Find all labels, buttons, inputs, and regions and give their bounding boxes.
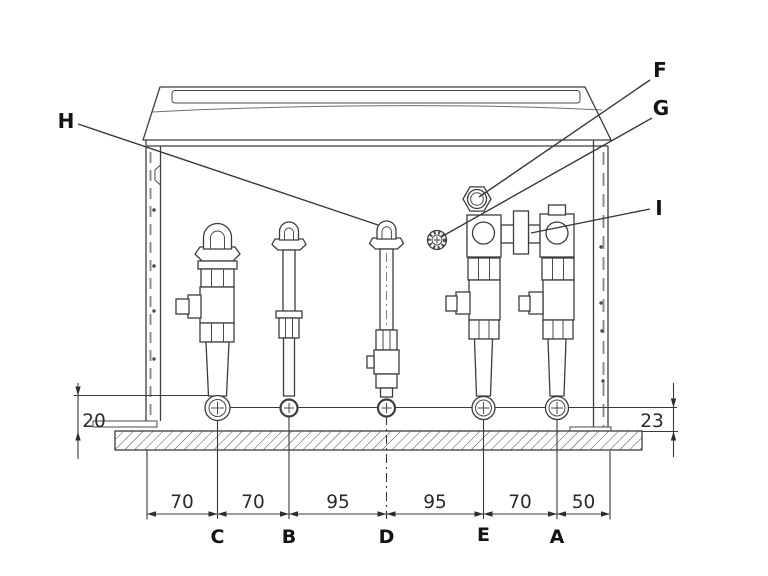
valve-e <box>445 257 501 421</box>
callout-label-g: G <box>653 96 669 120</box>
wall-shelf <box>114 430 643 451</box>
valve-a-handle-knob <box>518 295 531 312</box>
connection-label-e: E <box>477 524 490 546</box>
connection-label-a: A <box>550 526 565 548</box>
connection-labels: C B D E A <box>211 524 565 548</box>
callout-leaders <box>77 79 653 238</box>
dim-95-1: 95 <box>326 492 350 513</box>
rail-hole <box>600 329 604 333</box>
reference-lines <box>74 394 678 433</box>
valve-e-handle <box>455 291 471 315</box>
callout-labels: F G H I <box>58 58 670 220</box>
dim-50: 50 <box>572 492 596 513</box>
left-rail <box>92 140 162 428</box>
rail-hole <box>601 379 605 383</box>
coupling-i <box>512 210 530 255</box>
callout-label-h: H <box>58 109 75 133</box>
dim-23-label: 23 <box>640 411 664 432</box>
right-rail <box>569 140 612 432</box>
dimension-20: 20 <box>75 383 106 459</box>
drain-handle <box>187 294 202 319</box>
rail-hole <box>599 245 603 249</box>
pipe-d <box>366 220 405 418</box>
dim-20-label: 20 <box>82 411 106 432</box>
dim-70-1: 70 <box>170 492 194 513</box>
drain-handle-knob <box>175 298 190 315</box>
callout-label-i: I <box>655 196 662 220</box>
fitting-g <box>426 229 448 251</box>
valve-e-handle-knob <box>445 295 458 312</box>
fitting-f <box>462 186 492 212</box>
connection-label-b: B <box>282 526 296 548</box>
left-rail-foot <box>92 420 158 428</box>
rail-hole <box>152 264 156 268</box>
dimension-23: 23 <box>640 383 677 457</box>
pipe-b <box>271 221 307 418</box>
callout-label-f: F <box>653 58 667 82</box>
valve-a-handle <box>528 291 544 315</box>
pipe-c <box>175 222 241 422</box>
boiler-cabinet <box>142 86 613 147</box>
connection-label-d: D <box>379 526 395 548</box>
connection-label-c: C <box>211 526 225 548</box>
dimension-chain: 70 70 95 95 70 50 <box>147 492 610 517</box>
valve-a <box>518 257 575 421</box>
cabinet-slot <box>171 90 581 104</box>
dim-70-3: 70 <box>508 492 532 513</box>
rail-hole <box>152 208 156 212</box>
rail-hole <box>152 357 156 361</box>
dim-70-2: 70 <box>241 492 265 513</box>
extension-lines <box>146 416 611 520</box>
rail-hole <box>152 309 156 313</box>
dim-95-2: 95 <box>423 492 447 513</box>
rail-hole <box>599 301 603 305</box>
valve-bridge-assembly <box>466 204 575 258</box>
